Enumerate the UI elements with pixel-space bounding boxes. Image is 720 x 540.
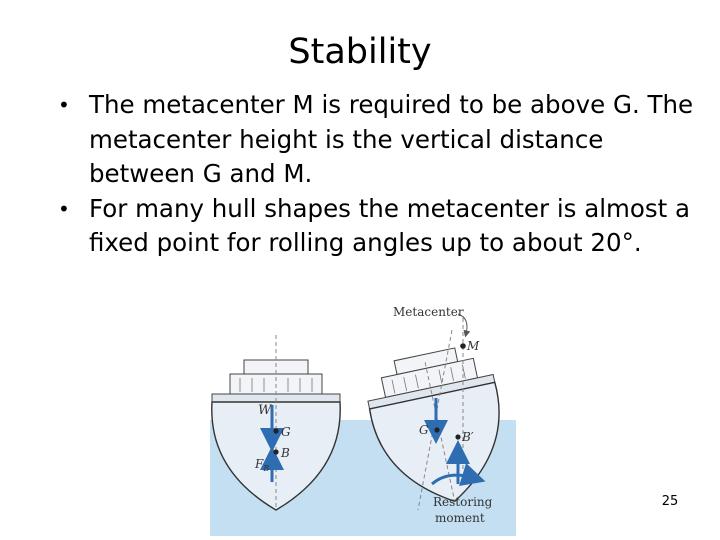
g-label-right: G: [419, 423, 429, 437]
m-label: M: [466, 339, 480, 353]
bullet-text: For many hull shapes the metacenter is a…: [89, 193, 691, 258]
bullet-text: The metacenter M is required to be above…: [89, 90, 694, 188]
g-point-right: [434, 427, 440, 433]
bullet-list: • The metacenter M is required to be abo…: [58, 88, 698, 261]
bullet-dot-icon: •: [58, 93, 70, 117]
restoring-moment-arrow: [431, 463, 486, 486]
bullet-item: • The metacenter M is required to be abo…: [58, 88, 698, 192]
g-label-left: G: [281, 425, 291, 439]
metacenter-pointer: [457, 313, 471, 338]
b-label-left: B: [280, 446, 290, 460]
slide-title: Stability: [288, 32, 432, 72]
m-point: [460, 343, 466, 349]
metacenter-label: Metacenter: [393, 305, 464, 319]
b-point-left: [273, 449, 279, 455]
page-number: 25: [661, 494, 679, 509]
g-point-left: [273, 428, 279, 434]
fb-label: FB: [254, 457, 269, 473]
b-prime-label: B′: [461, 430, 474, 444]
restoring-label: Restoring: [433, 495, 493, 509]
bullet-dot-icon: •: [58, 196, 70, 221]
bullet-item: • For many hull shapes the metacenter is…: [58, 192, 698, 261]
upright-ship: W G B FB: [211, 335, 341, 511]
w-label: W: [258, 403, 273, 418]
moment-label: moment: [435, 511, 485, 525]
b-prime-point: [455, 434, 461, 440]
